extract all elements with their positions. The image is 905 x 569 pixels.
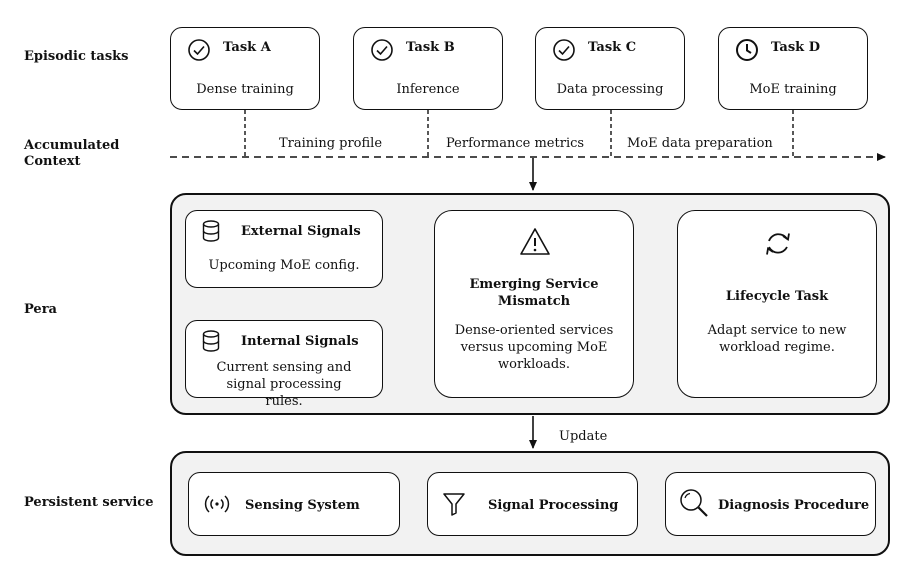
task-c-subtitle: Data processing xyxy=(556,82,664,97)
row-label-pera: Pera xyxy=(24,302,57,317)
task-c-title: Task C xyxy=(588,40,637,55)
sensing-system-box: Sensing System xyxy=(188,472,400,536)
lifecycle-box: Lifecycle Task Adapt service to new work… xyxy=(677,210,877,398)
diagnosis-procedure-box: Diagnosis Procedure xyxy=(665,472,876,536)
update-label: Update xyxy=(559,429,608,444)
row-label-episodic: Episodic tasks xyxy=(24,49,129,64)
task-b-subtitle: Inference xyxy=(396,82,460,97)
task-d-title: Task D xyxy=(771,40,820,55)
external-signals-box: External Signals Upcoming MoE config. xyxy=(185,210,383,288)
context-label-moe-data-preparation: MoE data preparation xyxy=(627,136,773,151)
clock-icon xyxy=(736,39,758,61)
database-icon xyxy=(202,220,220,242)
check-circle-icon xyxy=(553,39,575,61)
diagnosis-procedure-label: Diagnosis Procedure xyxy=(718,498,870,513)
task-c-box: Task C Data processing xyxy=(535,27,685,110)
database-icon xyxy=(202,330,220,352)
internal-signals-box: Internal Signals Current sensing and sig… xyxy=(185,320,383,409)
task-b-title: Task B xyxy=(406,40,455,55)
filter-icon xyxy=(443,493,465,516)
internal-signals-title: Internal Signals xyxy=(241,334,359,349)
warning-icon xyxy=(520,228,550,255)
sensing-system-label: Sensing System xyxy=(245,498,360,513)
task-d-box: Task D MoE training xyxy=(718,27,868,110)
task-b-box: Task B Inference xyxy=(353,27,503,110)
external-signals-title: External Signals xyxy=(241,224,361,239)
context-label-training-profile: Training profile xyxy=(279,136,383,151)
refresh-icon xyxy=(766,233,790,255)
signal-processing-box: Signal Processing xyxy=(427,472,638,536)
task-a-box: Task A Dense training xyxy=(170,27,320,110)
lifecycle-title: Lifecycle Task xyxy=(725,289,829,304)
mismatch-desc: Dense-oriented services versus upcoming … xyxy=(454,323,614,372)
task-a-title: Task A xyxy=(223,40,271,55)
row-label-context: Accumulated Context xyxy=(24,138,120,169)
mismatch-box: Emerging Service Mismatch Dense-oriented… xyxy=(434,210,634,398)
context-label-performance-metrics: Performance metrics xyxy=(446,136,585,151)
lifecycle-desc: Adapt service to new workload regime. xyxy=(707,323,847,355)
broadcast-icon xyxy=(204,495,230,513)
external-signals-desc: Upcoming MoE config. xyxy=(208,258,360,273)
row-label-persistent: Persistent service xyxy=(24,495,154,510)
check-circle-icon xyxy=(371,39,393,61)
signal-processing-label: Signal Processing xyxy=(488,498,619,513)
magnifier-icon xyxy=(680,489,708,517)
task-a-subtitle: Dense training xyxy=(196,82,294,97)
mismatch-title: Emerging Service Mismatch xyxy=(469,277,599,309)
check-circle-icon xyxy=(188,39,210,61)
internal-signals-desc: Current sensing and signal processing ru… xyxy=(216,360,352,409)
task-d-subtitle: MoE training xyxy=(749,82,837,97)
